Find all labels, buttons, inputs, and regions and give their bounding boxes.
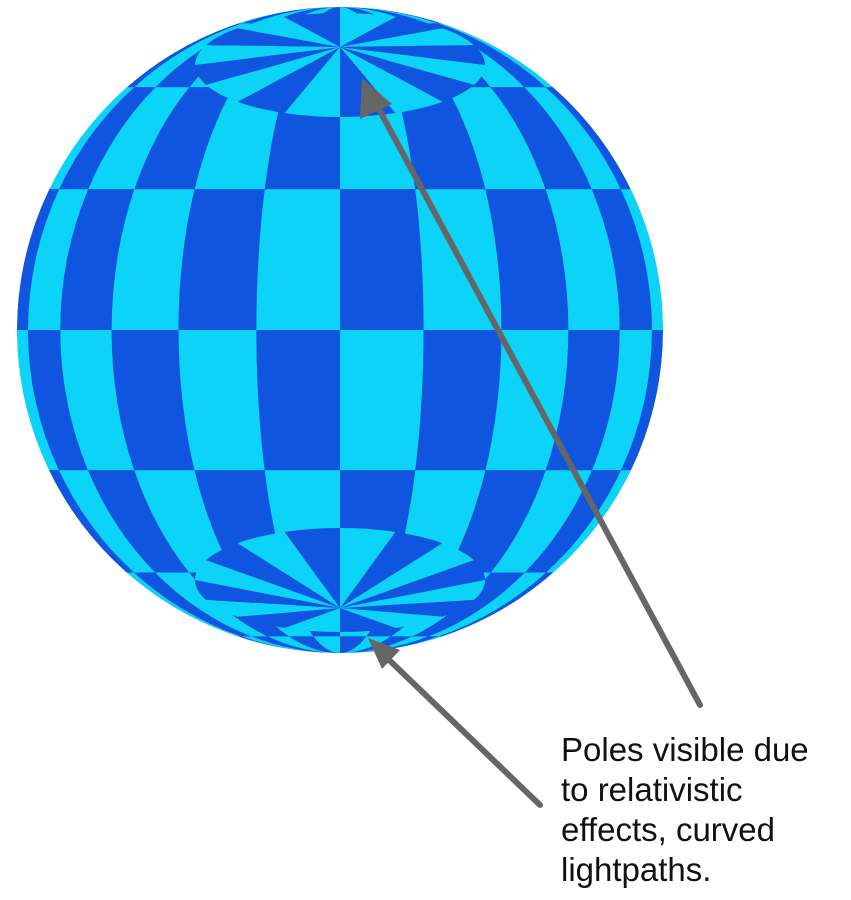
sphere-tile xyxy=(340,330,424,470)
caption-line-4: lightpaths. xyxy=(561,850,851,890)
sphere-tile xyxy=(179,330,265,470)
caption-line-2: to relativistic xyxy=(561,770,851,810)
north-pole-cap xyxy=(195,13,485,117)
checkered-sphere xyxy=(17,7,663,653)
arrow-to-south-pole xyxy=(385,656,540,805)
caption: Poles visible due to relativistic effect… xyxy=(561,730,851,890)
sphere-tile xyxy=(415,330,501,470)
sphere-tile xyxy=(340,189,424,330)
sphere-tile xyxy=(256,189,340,330)
sphere-tile xyxy=(179,189,265,330)
caption-line-1: Poles visible due xyxy=(561,730,851,770)
caption-line-3: effects, curved xyxy=(561,810,851,850)
sphere-tile xyxy=(256,330,340,470)
south-pole-cap xyxy=(195,528,485,632)
